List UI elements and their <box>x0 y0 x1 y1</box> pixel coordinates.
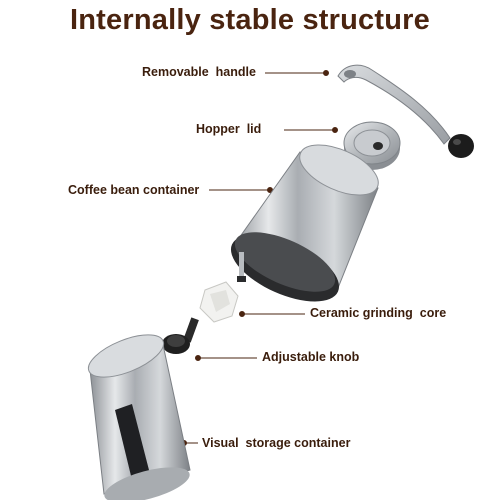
label-ceramic-grinding-core: Ceramic grinding core <box>310 306 447 320</box>
removable-handle-part <box>337 64 474 158</box>
ceramic-grinding-core-part <box>199 281 239 323</box>
leader-dot-knob <box>195 355 201 361</box>
adjustable-knob-part <box>162 317 199 354</box>
leader-dot-core <box>239 311 245 317</box>
leader-dot-lid <box>332 127 338 133</box>
label-removable-handle: Removable handle <box>142 65 256 79</box>
label-adjustable-knob: Adjustable knob <box>262 350 360 364</box>
leader-dot-handle <box>323 70 329 76</box>
label-hopper-lid: Hopper lid <box>196 122 262 136</box>
visual-storage-container-part <box>87 334 191 500</box>
page-title: Internally stable structure <box>70 4 430 36</box>
label-visual-storage-container: Visual storage container <box>202 436 351 450</box>
label-coffee-bean-container: Coffee bean container <box>68 183 200 197</box>
coffee-bean-container-part <box>230 144 379 302</box>
